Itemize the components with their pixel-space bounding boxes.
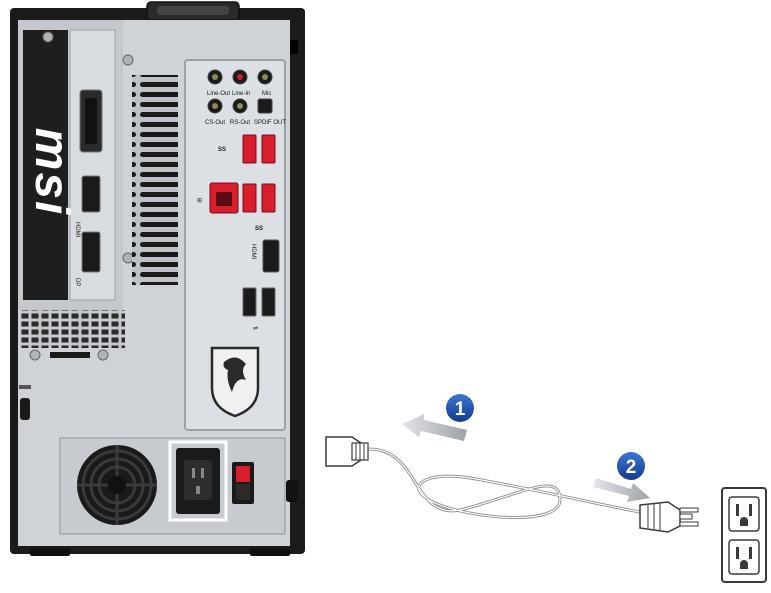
usb-ss-label: SS bbox=[218, 147, 226, 153]
slot-bracket-1 bbox=[23, 30, 68, 300]
psu-fan bbox=[77, 445, 157, 525]
gpu-hdmi-label: HDMI bbox=[74, 222, 80, 238]
usb-port-red-2[interactable] bbox=[261, 134, 276, 164]
io-shield bbox=[184, 59, 286, 431]
audio-label-cs-out: CS-Out bbox=[205, 120, 225, 126]
step-1-badge bbox=[446, 394, 474, 422]
gpu-hdmi-port[interactable] bbox=[81, 175, 101, 213]
bracket-screw bbox=[97, 349, 109, 361]
audio-label-line-in: Line-In bbox=[232, 91, 250, 97]
lan-icon: ⊞ bbox=[197, 198, 202, 204]
audio-jacks: Line-Out Line-In Mic CS-Out RS-Out SPDIF… bbox=[205, 69, 286, 126]
usb-port-black-2[interactable] bbox=[261, 287, 276, 317]
kensington-lock bbox=[20, 398, 30, 420]
usb-port-red-1[interactable] bbox=[242, 134, 257, 164]
usb-port-red-3[interactable] bbox=[242, 183, 257, 213]
chassis-foot bbox=[250, 548, 290, 556]
pc-rear-view: msi HDMI DP Line- bbox=[10, 1, 305, 556]
usb-icon: ⇌ bbox=[253, 325, 258, 332]
ac-inlet-highlight bbox=[168, 440, 228, 522]
vent-grille bbox=[132, 75, 178, 285]
wall-outlet bbox=[721, 487, 767, 583]
lower-grille bbox=[20, 310, 125, 348]
hdmi-port[interactable] bbox=[262, 239, 280, 273]
step-1-number: 1 bbox=[455, 399, 466, 420]
usb-port-black-1[interactable] bbox=[242, 287, 257, 317]
step-2-badge bbox=[617, 452, 645, 480]
step-2: 2 bbox=[593, 452, 650, 502]
chassis-foot bbox=[30, 548, 70, 556]
step-1-arrow bbox=[402, 414, 467, 441]
usb-ss-label-2: SS bbox=[255, 226, 263, 232]
audio-label-line-out: Line-Out bbox=[207, 91, 230, 97]
bracket-screw bbox=[42, 31, 54, 43]
power-cord bbox=[358, 447, 642, 519]
step-1: 1 bbox=[402, 394, 474, 441]
iec-connector[interactable] bbox=[325, 436, 369, 467]
msi-logo: msi bbox=[25, 128, 78, 217]
wall-plug[interactable] bbox=[639, 501, 699, 533]
msi-dragon-emblem bbox=[210, 346, 260, 418]
audio-label-rs-out: RS-Out bbox=[230, 120, 250, 126]
step-2-arrow bbox=[593, 478, 650, 502]
gpu-displayport-port[interactable] bbox=[81, 231, 101, 273]
audio-label-spdif: SPDIF OUT bbox=[254, 120, 286, 126]
bracket-screw bbox=[122, 252, 134, 264]
bracket-screw bbox=[29, 349, 41, 361]
gpu-dp-label: DP bbox=[74, 278, 80, 286]
step-2-number: 2 bbox=[626, 457, 637, 478]
audio-label-mic: Mic bbox=[262, 91, 271, 97]
spdif-port[interactable] bbox=[257, 98, 273, 114]
usb-port-red-4[interactable] bbox=[261, 183, 276, 213]
hdmi-label: HDMI bbox=[250, 244, 256, 260]
bracket-screw bbox=[122, 54, 134, 66]
msi-logo-text: msi bbox=[25, 128, 78, 217]
